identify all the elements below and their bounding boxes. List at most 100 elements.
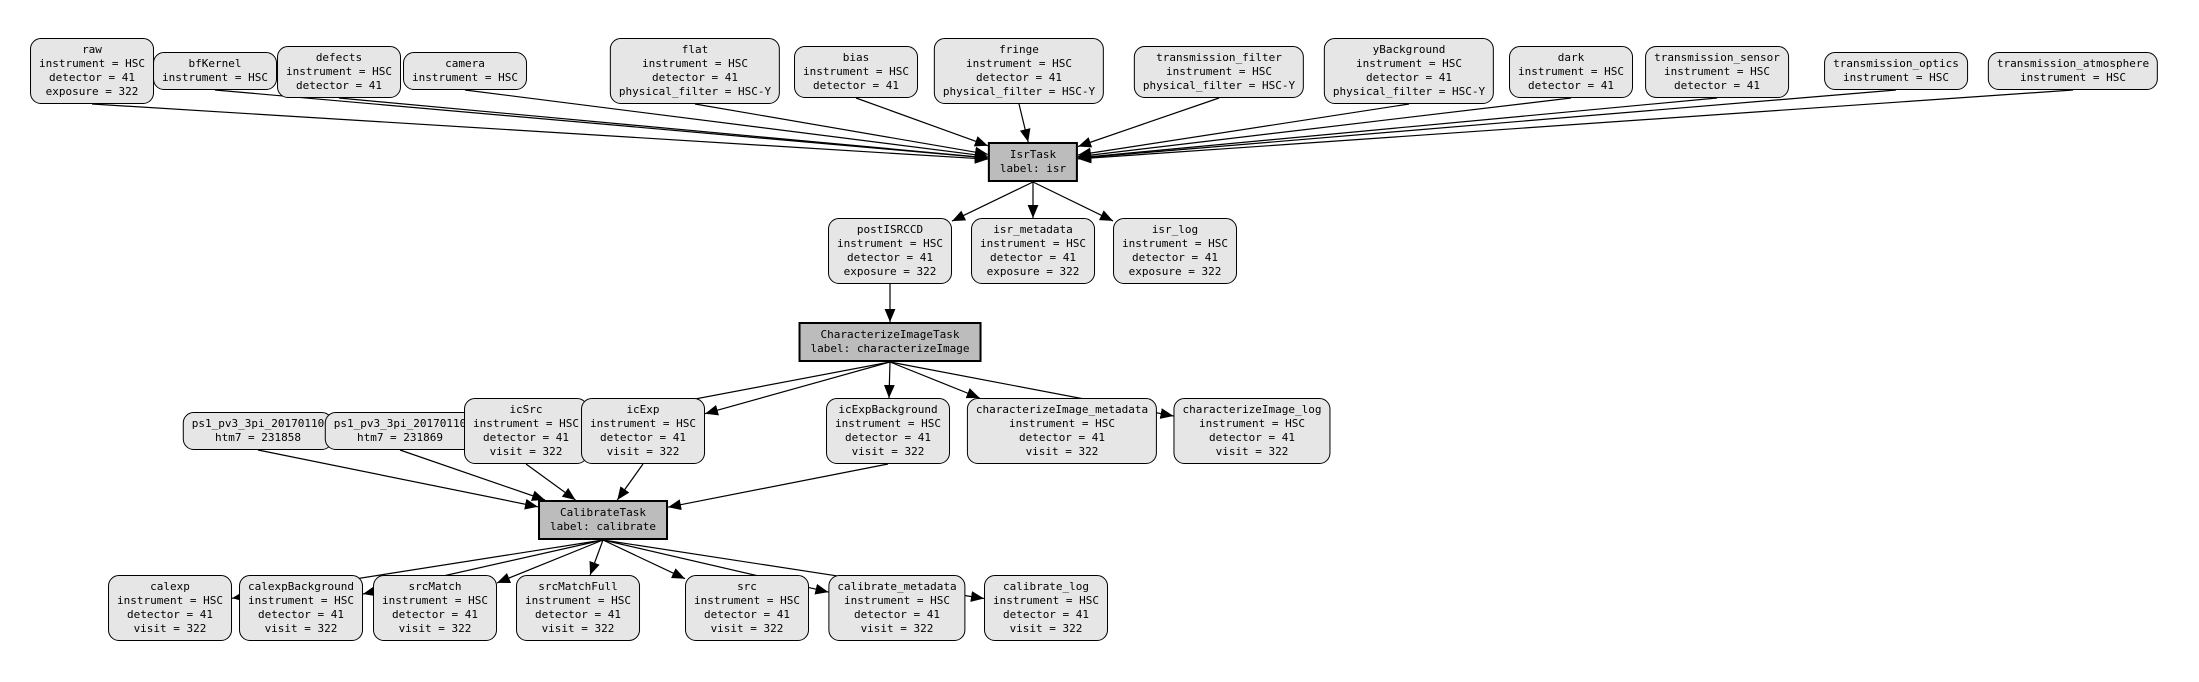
node-title: postISRCCD <box>856 223 924 236</box>
edge-bfKernel-to-IsrTask <box>214 89 988 163</box>
node-attribute: htm7 = 231869 <box>356 431 444 444</box>
node-title: transmission_optics <box>1833 57 1959 70</box>
edge-lines-group <box>91 89 2074 602</box>
node-attribute: exposure = 322 <box>986 265 1080 278</box>
edge-raw-to-IsrTask <box>91 103 988 164</box>
node-title: calexpBackground <box>248 580 354 593</box>
node-attribute: label: characterizeImage <box>810 342 970 355</box>
node-title: characterizeImage_metadata <box>975 403 1149 416</box>
node-attribute: instrument = HSC <box>980 237 1086 250</box>
edge-bias-to-IsrTask <box>855 97 989 147</box>
node-title: IsrTask <box>1009 148 1057 161</box>
node-title: bias <box>842 51 870 64</box>
node-title: camera <box>445 57 485 70</box>
node-title: transmission_sensor <box>1654 51 1780 64</box>
node-attribute: detector = 41 <box>599 431 687 444</box>
node-title: isr_log <box>1151 223 1199 236</box>
edge-flat-to-IsrTask <box>694 103 989 158</box>
node-attribute: instrument = HSC <box>117 594 223 607</box>
node-attribute: instrument = HSC <box>1843 71 1949 84</box>
node-attribute: instrument = HSC <box>286 65 392 78</box>
node-attribute: instrument = HSC <box>1199 417 1305 430</box>
node-attribute: instrument = HSC <box>473 417 579 430</box>
node-title: characterizeImage_log <box>1182 403 1322 416</box>
node-attribute: detector = 41 <box>482 431 570 444</box>
node-attribute: detector = 41 <box>703 608 791 621</box>
edge-IsrTask-to-isr_log <box>1032 181 1114 222</box>
node-attribute: instrument = HSC <box>39 57 145 70</box>
node-attribute: instrument = HSC <box>1356 57 1462 70</box>
edge-fringe-to-IsrTask <box>1018 103 1031 143</box>
node-attribute: instrument = HSC <box>1009 417 1115 430</box>
node-title: ps1_pv3_3pi_20170110 <box>191 417 325 430</box>
node-attribute: instrument = HSC <box>835 417 941 430</box>
node-attribute: instrument = HSC <box>642 57 748 70</box>
node-attribute: visit = 322 <box>489 445 563 458</box>
node-title: icExp <box>626 403 660 416</box>
node-attribute: instrument = HSC <box>162 71 268 84</box>
edge-transmission_optics-to-IsrTask <box>1078 89 1897 163</box>
node-title: CalibrateTask <box>559 506 647 519</box>
node-attribute: instrument = HSC <box>412 71 518 84</box>
node-attribute: detector = 41 <box>48 71 136 84</box>
node-attribute: detector = 41 <box>295 79 383 92</box>
node-title: fringe <box>999 43 1039 56</box>
node-attribute: detector = 41 <box>1131 251 1219 264</box>
node-attribute: instrument = HSC <box>248 594 354 607</box>
node-attribute: label: isr <box>999 162 1067 175</box>
node-attribute: detector = 41 <box>1018 431 1106 444</box>
node-title: isr_metadata <box>993 223 1073 236</box>
edge-ps1_htm7_231869-to-CalibrateTask <box>399 449 546 501</box>
node-title: srcMatchFull <box>538 580 618 593</box>
node-title: transmission_atmosphere <box>1996 57 2150 70</box>
node-attribute: instrument = HSC <box>1664 65 1770 78</box>
node-attribute: instrument = HSC <box>694 594 800 607</box>
node-title: ps1_pv3_3pi_20170110 <box>333 417 467 430</box>
node-attribute: detector = 41 <box>1527 79 1615 92</box>
node-title: calibrate_metadata <box>837 580 957 593</box>
edge-icExp-to-CalibrateTask <box>616 463 644 501</box>
node-attribute: instrument = HSC <box>844 594 950 607</box>
node-title: dark <box>1557 51 1585 64</box>
node-attribute: instrument = HSC <box>1518 65 1624 78</box>
node-attribute: instrument = HSC <box>590 417 696 430</box>
edge-CalibrateTask-to-srcMatchFull <box>589 539 604 576</box>
node-attribute: visit = 322 <box>1009 622 1083 635</box>
node-title: yBackground <box>1372 43 1446 56</box>
node-attribute: instrument = HSC <box>803 65 909 78</box>
node-title: src <box>737 580 757 593</box>
node-attribute: physical_filter = HSC-Y <box>1332 85 1486 98</box>
node-attribute: instrument = HSC <box>837 237 943 250</box>
node-attribute: detector = 41 <box>257 608 345 621</box>
node-attribute: instrument = HSC <box>966 57 1072 70</box>
node-attribute: visit = 322 <box>1025 445 1099 458</box>
node-title: icSrc <box>509 403 543 416</box>
node-attribute: detector = 41 <box>846 251 934 264</box>
node-attribute: visit = 322 <box>860 622 934 635</box>
edge-defects-to-IsrTask <box>338 97 988 163</box>
node-attribute: detector = 41 <box>534 608 622 621</box>
node-attribute: exposure = 322 <box>843 265 937 278</box>
node-attribute: physical_filter = HSC-Y <box>618 85 772 98</box>
edge-CalibrateTask-to-src <box>602 539 686 580</box>
node-attribute: instrument = HSC <box>2020 71 2126 84</box>
node-title: defects <box>315 51 363 64</box>
edge-ps1_htm7_231858-to-CalibrateTask <box>257 449 539 510</box>
node-title: CharacterizeImageTask <box>820 328 960 341</box>
